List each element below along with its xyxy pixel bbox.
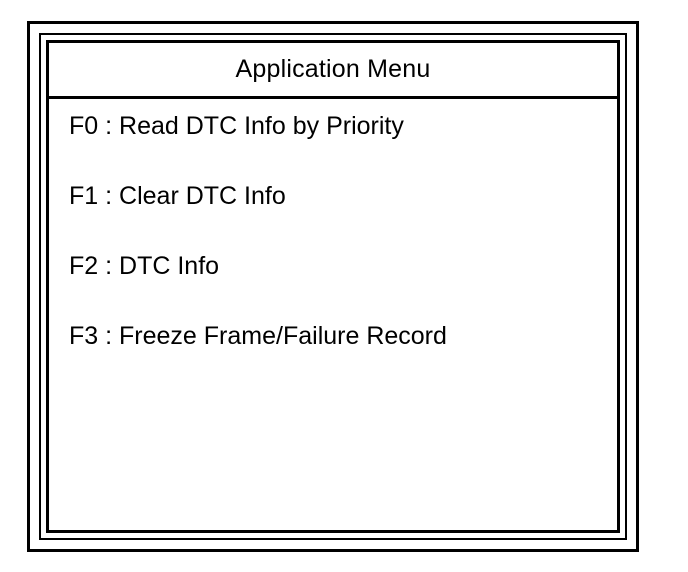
menu-item-f2[interactable]: F2 : DTC Info [69,251,219,281]
menu-title: Application Menu [235,55,431,83]
menu-item-f1[interactable]: F1 : Clear DTC Info [69,181,286,211]
application-menu-panel: Application Menu F0 : Read DTC Info by P… [46,40,620,533]
menu-item-label: Freeze Frame/Failure Record [119,322,447,350]
screen-inner-border: Application Menu F0 : Read DTC Info by P… [39,33,627,540]
menu-item-separator: : [98,182,120,210]
menu-item-key: F1 [69,182,99,210]
menu-item-separator: : [98,252,120,280]
menu-title-bar: Application Menu [49,43,617,99]
menu-item-separator: : [98,112,120,140]
menu-item-key: F3 [69,322,99,350]
menu-item-separator: : [98,322,120,350]
menu-item-label: DTC Info [119,252,220,280]
menu-item-label: Read DTC Info by Priority [119,112,404,140]
menu-item-label: Clear DTC Info [119,182,286,210]
menu-item-f0[interactable]: F0 : Read DTC Info by Priority [69,111,404,141]
screen-outer-border: Application Menu F0 : Read DTC Info by P… [27,21,639,552]
menu-item-f3[interactable]: F3 : Freeze Frame/Failure Record [69,321,447,351]
menu-item-key: F2 [69,252,99,280]
menu-item-key: F0 [69,112,99,140]
